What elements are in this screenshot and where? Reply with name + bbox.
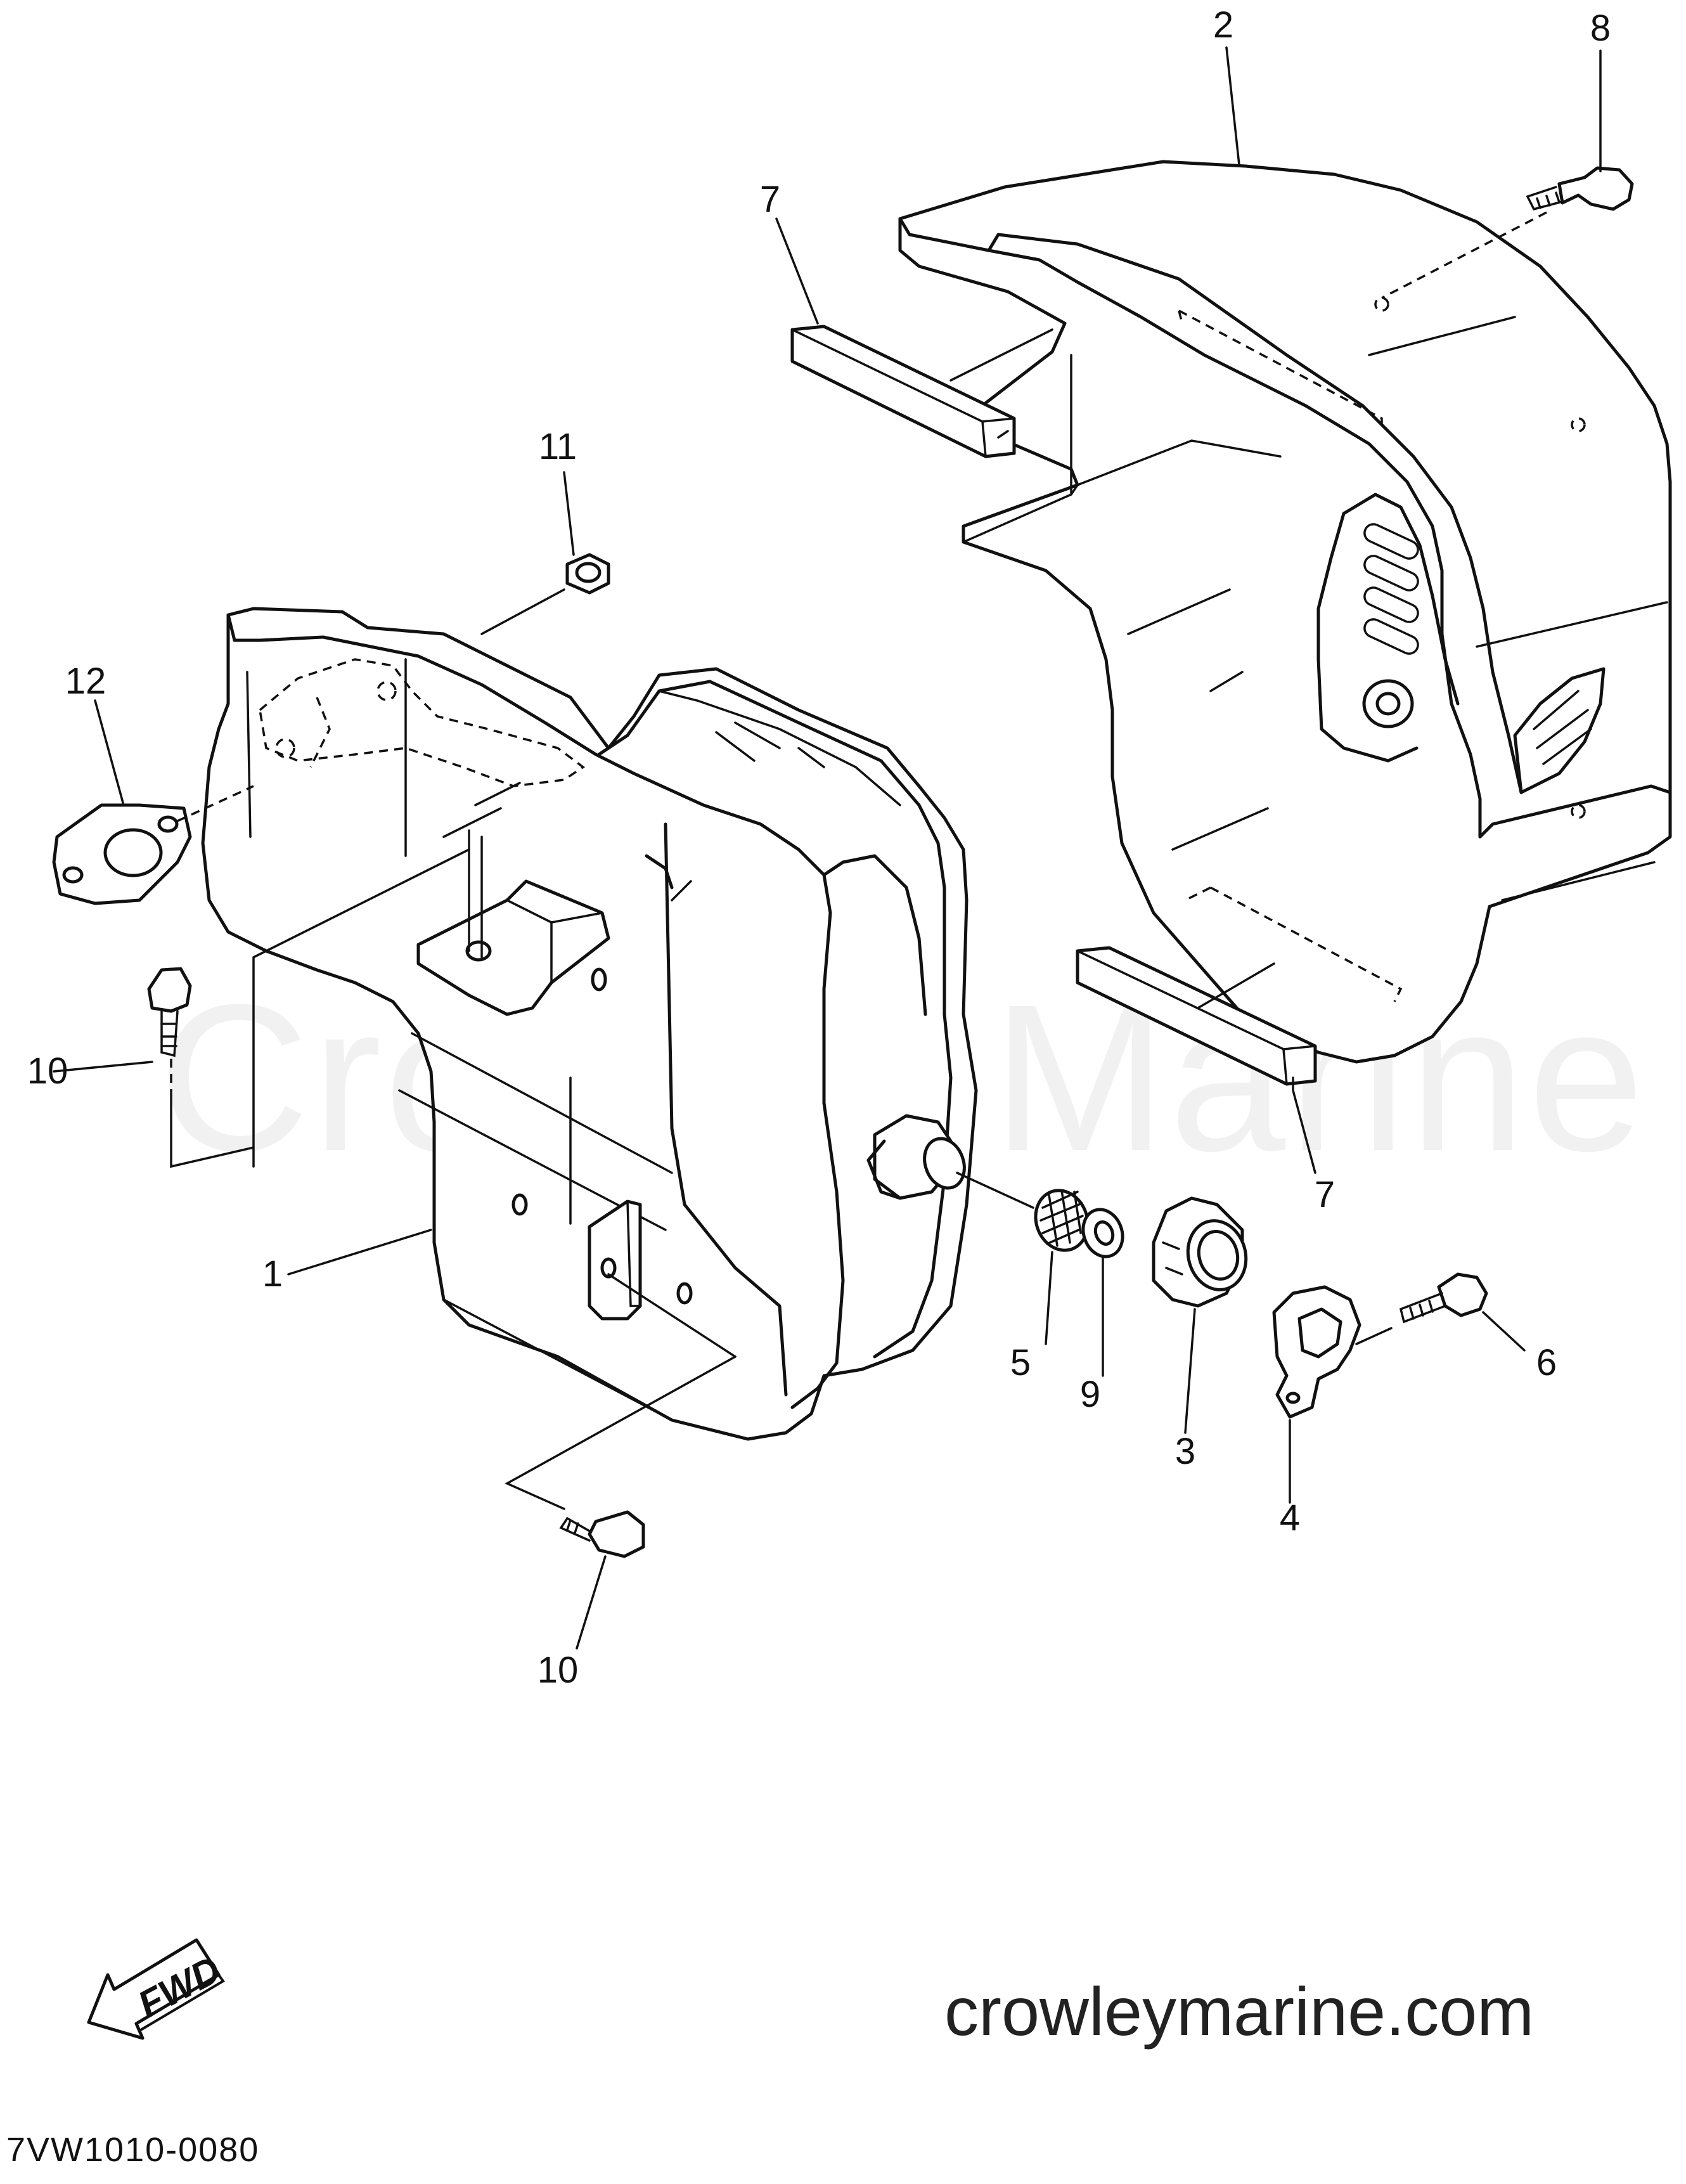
fwd-arrow-icon: FWD: [87, 1938, 228, 2040]
callout-5: 5: [1010, 1342, 1031, 1383]
clamp-part-4: [1272, 1285, 1393, 1419]
bushing-part-3: [1152, 1196, 1248, 1308]
muffler-outlet-pipe: [866, 1114, 966, 1200]
callout-leader-lines: [53, 46, 1602, 1650]
callout-1: 1: [262, 1253, 283, 1295]
callout-7-lower: 7: [1314, 1174, 1335, 1215]
callout-10-left: 10: [27, 1050, 68, 1092]
callout-10-bottom: 10: [537, 1650, 579, 1691]
callout-4: 4: [1279, 1497, 1301, 1539]
muffler-part-1: [201, 607, 978, 1441]
callout-8: 8: [1590, 8, 1611, 49]
cover-part-2: [898, 160, 1672, 1064]
callout-3: 3: [1174, 1431, 1196, 1472]
callout-12: 12: [65, 661, 106, 702]
flange-gasket-part-12: [52, 785, 254, 905]
callout-2: 2: [1213, 4, 1234, 46]
screen-part-5: [956, 1172, 1090, 1252]
callout-11: 11: [538, 426, 577, 467]
gasket-strip-part-7-upper: [790, 325, 1053, 458]
callout-7-upper: 7: [759, 179, 781, 220]
washer-part-9: [1081, 1208, 1124, 1258]
bolt-part-8: [1381, 166, 1634, 299]
bolt-part-10-bottom: [505, 1273, 737, 1558]
nut-part-11: [480, 553, 610, 635]
site-url: crowleymarine.com: [944, 1973, 1535, 2050]
callout-6: 6: [1536, 1342, 1557, 1383]
bolt-part-6: [1399, 1272, 1488, 1324]
gasket-strip-part-7-lower: [1076, 946, 1317, 1086]
cover-vent-slots: [1363, 523, 1419, 655]
callout-9: 9: [1079, 1374, 1101, 1415]
bolt-part-10-left: [147, 848, 470, 1168]
diagram-code: 7VW1010-0080: [6, 2131, 260, 2169]
